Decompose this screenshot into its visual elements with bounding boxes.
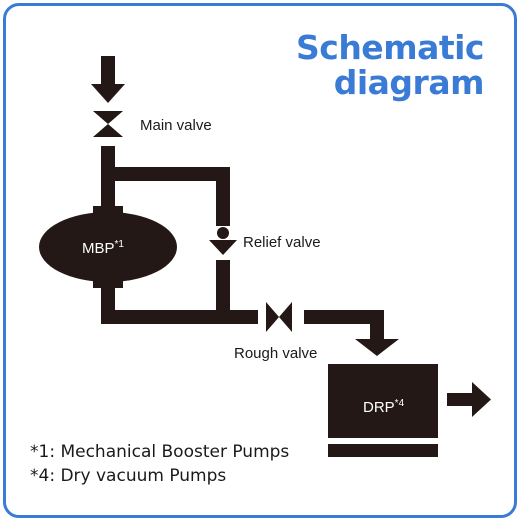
pipe-to-rough-valve [101,310,258,324]
drp-base [328,444,438,457]
pipe-bypass-top [101,167,230,181]
rough-valve-right [279,302,292,332]
rough-valve-left [266,302,279,332]
mbp-label-text: MBP [82,240,115,257]
footnote-2: *4: Dry vacuum Pumps [30,466,227,486]
relief-valve-check [209,240,237,255]
main-valve-label: Main valve [140,117,212,134]
inlet-arrow-shaft [101,56,115,85]
diagram-frame [3,3,517,518]
pipe-drp-down [370,310,384,340]
drp-label: DRP*4 [363,398,405,416]
footnotes: *1: Mechanical Booster Pumps *4: Dry vac… [30,440,289,488]
drp-label-sup: *4 [395,398,405,409]
main-valve-bottom [93,124,123,137]
drp-label-text: DRP [363,399,395,416]
inlet-arrow-head [91,84,125,103]
relief-valve-ball [217,227,229,239]
footnote-1: *1: Mechanical Booster Pumps [30,442,290,462]
drp-body [328,364,438,438]
rough-valve-label: Rough valve [234,345,317,362]
exhaust-arrow-shaft [447,393,473,406]
main-valve-top [93,111,123,124]
mbp-label: MBP*1 [82,239,124,257]
mbp-label-sup: *1 [115,239,125,250]
drp-inlet-arrow-head [355,339,399,356]
pipe-bypass-down [216,167,230,226]
title-line-2: diagram [333,63,485,102]
pipe-relief-down [216,260,230,324]
diagram-title: Schematic diagram [295,28,485,102]
title-line-1: Schematic [295,28,485,67]
exhaust-arrow-head [472,382,491,417]
relief-valve-label: Relief valve [243,234,321,251]
mbp-body [39,212,177,282]
mbp-bottom-neck [93,276,123,288]
pipe-rough-to-drp [304,310,384,324]
